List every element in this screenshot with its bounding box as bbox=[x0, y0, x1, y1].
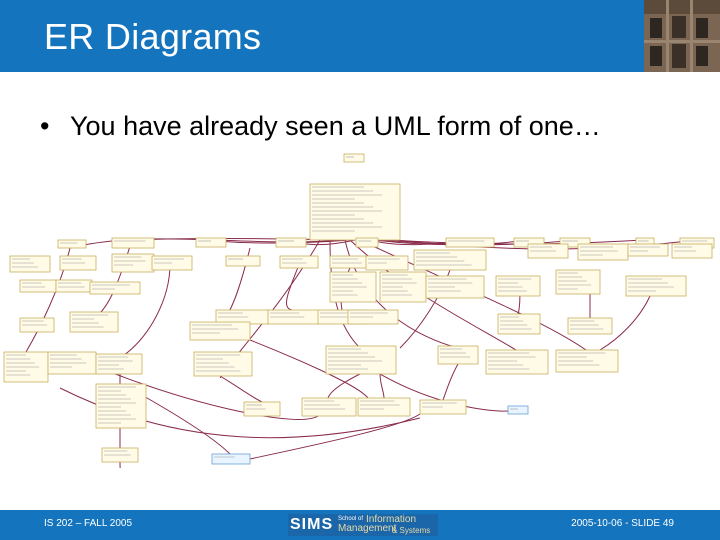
class-box bbox=[279, 255, 319, 269]
relationship-line bbox=[119, 263, 171, 359]
building-photo-graphic bbox=[644, 0, 720, 72]
relationship-line bbox=[219, 375, 263, 403]
class-box bbox=[325, 345, 397, 375]
sims-logo-management: Management bbox=[338, 523, 397, 534]
sims-logo-systems: & Systems bbox=[392, 526, 431, 535]
relationship-line bbox=[93, 239, 133, 319]
class-box bbox=[195, 237, 227, 248]
relationship-line bbox=[119, 461, 121, 468]
class-box bbox=[309, 183, 401, 241]
relationship-line bbox=[99, 367, 319, 420]
class-box bbox=[225, 255, 261, 267]
relationship-line bbox=[249, 339, 369, 399]
relationship-line bbox=[599, 295, 651, 351]
class-box bbox=[189, 321, 251, 341]
relationship-line bbox=[131, 238, 341, 241]
bullet-symbol: • bbox=[40, 111, 50, 141]
class-box bbox=[275, 237, 307, 248]
course-label: IS 202 – FALL 2005 bbox=[44, 518, 133, 529]
relationship-line bbox=[327, 373, 361, 399]
class-box bbox=[55, 279, 93, 293]
class-box bbox=[343, 153, 365, 163]
class-box bbox=[19, 279, 57, 293]
class-box bbox=[89, 281, 141, 295]
building-photo bbox=[644, 0, 720, 72]
sims-logo-information: Information bbox=[366, 514, 417, 525]
slide-number: 2005-10-06 - SLIDE 49 bbox=[571, 518, 674, 529]
class-box bbox=[559, 237, 591, 248]
class-box bbox=[9, 255, 51, 273]
relationship-line bbox=[442, 363, 459, 401]
class-box bbox=[577, 243, 629, 261]
title-bar: ER Diagrams bbox=[0, 0, 720, 72]
class-box bbox=[193, 351, 253, 377]
class-box bbox=[485, 349, 549, 375]
footer-bar: IS 202 – FALL 2005 SIMS School of Inform… bbox=[0, 510, 720, 540]
class-boxes bbox=[3, 153, 715, 465]
slide-title: ER Diagrams bbox=[44, 16, 262, 57]
class-box bbox=[329, 255, 371, 269]
class-box bbox=[211, 453, 251, 465]
class-box bbox=[57, 239, 87, 249]
class-box bbox=[355, 237, 379, 248]
sims-logo: SIMS School of Information Management & … bbox=[288, 514, 438, 536]
class-box bbox=[111, 237, 155, 249]
class-box bbox=[627, 243, 669, 257]
class-box bbox=[95, 383, 147, 429]
sims-logo-school-of: School of bbox=[338, 516, 364, 522]
class-box bbox=[437, 345, 479, 365]
class-box bbox=[357, 397, 411, 417]
relationship-line bbox=[286, 261, 301, 311]
relationship-line bbox=[359, 239, 587, 351]
relationship-line bbox=[379, 373, 385, 399]
uml-class-diagram bbox=[3, 153, 715, 468]
class-box bbox=[301, 397, 357, 417]
bullet-text: You have already seen a UML form of one… bbox=[70, 111, 601, 141]
relationship-line bbox=[139, 393, 231, 455]
class-box bbox=[507, 405, 529, 415]
relationship-line bbox=[249, 413, 421, 460]
class-box bbox=[567, 317, 613, 335]
sims-logo-word: SIMS bbox=[290, 516, 334, 533]
bullet-item: • You have already seen a UML form of on… bbox=[40, 106, 660, 146]
class-box bbox=[445, 237, 495, 248]
class-box bbox=[555, 269, 601, 295]
